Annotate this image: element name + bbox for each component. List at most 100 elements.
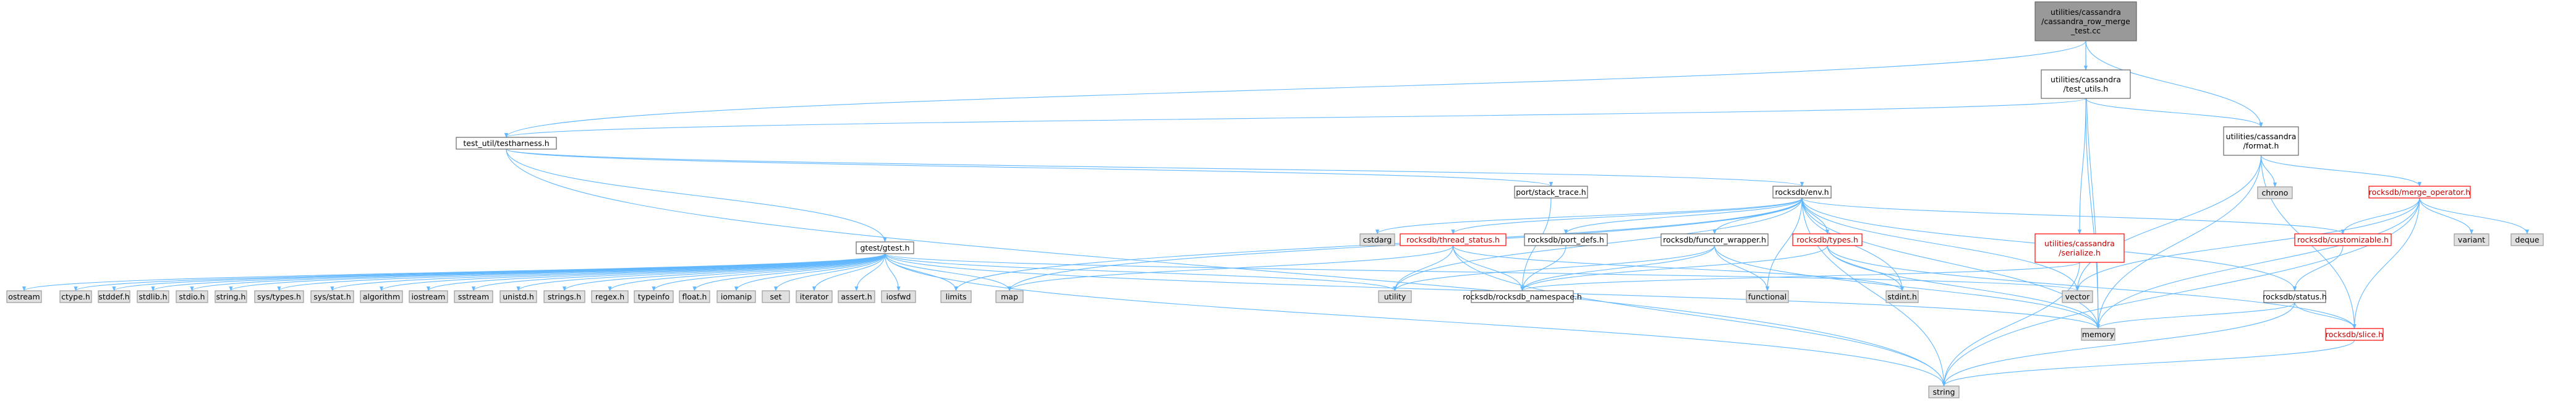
node-label-slice: rocksdb/slice.h bbox=[2326, 330, 2383, 339]
edge-gtest-to-set bbox=[773, 253, 886, 291]
node-label-functor_wrapper: rocksdb/functor_wrapper.h bbox=[1663, 235, 1766, 244]
node-stdint: stdint.h bbox=[1885, 290, 1919, 303]
node-root[interactable]: utilities/cassandra/cassandra_row_merge_… bbox=[2034, 1, 2137, 41]
node-thread_status[interactable]: rocksdb/thread_status.h bbox=[1400, 233, 1507, 246]
edge-thread_status-to-map bbox=[1008, 245, 1454, 291]
edge-gtest-to-ctype bbox=[74, 253, 886, 291]
node-label-deque: deque bbox=[2515, 235, 2539, 244]
edge-format-to-merge_operator bbox=[2260, 155, 2422, 187]
node-label-serialize: utilities/cassandra bbox=[2044, 239, 2115, 248]
node-namespace[interactable]: rocksdb/rocksdb_namespace.h bbox=[1463, 290, 1582, 303]
edge-status-to-slice bbox=[2294, 302, 2357, 329]
node-label-ctype: ctype.h bbox=[61, 292, 90, 301]
edge-functor_wrapper-to-namespace bbox=[1520, 245, 1715, 291]
edge-gtest-to-unistd bbox=[516, 253, 886, 291]
node-label-root: utilities/cassandra bbox=[2051, 7, 2121, 17]
node-label-utility: utility bbox=[1384, 292, 1406, 301]
node-box-memory bbox=[2081, 328, 2115, 341]
node-label-limits: limits bbox=[945, 292, 966, 301]
node-box-port_defs bbox=[1524, 233, 1608, 246]
edge-port_defs-to-namespace bbox=[1520, 245, 1566, 291]
edge-functor_wrapper-to-utility bbox=[1393, 245, 1715, 291]
node-iomanip: iomanip bbox=[716, 290, 756, 303]
node-box-cstdarg bbox=[1359, 233, 1395, 246]
node-label-namespace: rocksdb/rocksdb_namespace.h bbox=[1463, 292, 1582, 301]
node-box-utility bbox=[1378, 290, 1412, 303]
edge-merge_operator-to-slice bbox=[2352, 197, 2420, 329]
node-testharness[interactable]: test_util/testharness.h bbox=[456, 137, 557, 150]
node-label-cstdarg: cstdarg bbox=[1363, 235, 1392, 244]
node-box-assert bbox=[838, 290, 875, 303]
node-algorithm: algorithm bbox=[360, 290, 403, 303]
node-box-format bbox=[2223, 126, 2299, 156]
node-label-sys_stat: sys/stat.h bbox=[313, 292, 351, 301]
edge-gtest-to-iterator bbox=[812, 253, 886, 291]
node-label-stack_trace: port/stack_trace.h bbox=[1516, 187, 1586, 197]
node-label-stdlib: stdlib.h bbox=[138, 292, 167, 301]
edge-customizable-to-status bbox=[2292, 245, 2344, 291]
edge-slice-to-string bbox=[1942, 340, 2355, 387]
edge-gtest-to-float_h bbox=[692, 253, 886, 291]
node-status[interactable]: rocksdb/status.h bbox=[2263, 290, 2327, 303]
edge-gtest-to-regex bbox=[608, 253, 886, 291]
edge-env-to-customizable bbox=[1801, 197, 2345, 234]
node-stddef: stddef.h bbox=[98, 290, 130, 303]
edge-types-to-stdint bbox=[1827, 245, 1905, 291]
node-label-thread_status: rocksdb/thread_status.h bbox=[1406, 235, 1500, 244]
edge-thread_status-to-string bbox=[1452, 245, 1946, 387]
node-label-stdio: stdio.h bbox=[179, 292, 205, 301]
node-label-iomanip: iomanip bbox=[721, 292, 752, 301]
node-box-set bbox=[762, 290, 790, 303]
node-box-strings_h bbox=[543, 290, 585, 303]
node-label-strings_h: strings.h bbox=[548, 292, 581, 301]
node-cstdarg: cstdarg bbox=[1359, 233, 1395, 246]
node-functor_wrapper[interactable]: rocksdb/functor_wrapper.h bbox=[1660, 233, 1769, 246]
node-slice[interactable]: rocksdb/slice.h bbox=[2325, 328, 2384, 341]
node-serialize[interactable]: utilities/cassandra/serialize.h bbox=[2034, 233, 2125, 263]
node-merge_operator[interactable]: rocksdb/merge_operator.h bbox=[2368, 186, 2471, 199]
edge-types-to-namespace bbox=[1520, 245, 1828, 291]
node-box-variant bbox=[2454, 233, 2489, 246]
node-format[interactable]: utilities/cassandra/format.h bbox=[2223, 126, 2299, 156]
node-sys_types: sys/types.h bbox=[254, 290, 304, 303]
node-sstream: sstream bbox=[454, 290, 493, 303]
edge-gtest-to-assert bbox=[854, 253, 886, 291]
node-types[interactable]: rocksdb/types.h bbox=[1792, 233, 1863, 246]
node-box-sys_types bbox=[254, 290, 304, 303]
node-box-thread_status bbox=[1400, 233, 1507, 246]
node-label-stddef: stddef.h bbox=[98, 292, 129, 301]
node-label-string_h: string.h bbox=[216, 292, 246, 301]
node-gtest[interactable]: gtest/gtest.h bbox=[856, 241, 914, 254]
node-limits: limits bbox=[940, 290, 972, 303]
edge-serialize-to-namespace bbox=[1520, 262, 2080, 291]
node-box-typeinfo bbox=[634, 290, 674, 303]
node-map: map bbox=[995, 290, 1024, 303]
node-box-stack_trace bbox=[1514, 186, 1588, 199]
node-iostream: iostream bbox=[409, 290, 448, 303]
node-assert: assert.h bbox=[838, 290, 875, 303]
node-box-functional bbox=[1746, 290, 1789, 303]
node-customizable[interactable]: rocksdb/customizable.h bbox=[2294, 233, 2392, 246]
node-label-memory: memory bbox=[2082, 330, 2115, 339]
edge-env-to-vector bbox=[1801, 197, 2080, 291]
node-label-assert: assert.h bbox=[841, 292, 872, 301]
edge-merge_operator-to-variant bbox=[2419, 197, 2474, 234]
edge-test_utils-to-format bbox=[2085, 98, 2263, 127]
node-box-string_h bbox=[215, 290, 247, 303]
node-label-ostream: ostream bbox=[8, 292, 40, 301]
edge-gtest-to-stdlib bbox=[151, 253, 886, 291]
node-label-iostream: iostream bbox=[412, 292, 446, 301]
edge-gtest-to-ostream bbox=[22, 253, 886, 291]
node-label-map: map bbox=[1001, 292, 1018, 301]
edge-gtest-to-sys_types bbox=[277, 253, 886, 291]
node-box-namespace bbox=[1471, 290, 1574, 303]
node-port_defs[interactable]: rocksdb/port_defs.h bbox=[1524, 233, 1608, 246]
node-functional: functional bbox=[1746, 290, 1789, 303]
node-label-test_utils: utilities/cassandra bbox=[2051, 75, 2121, 84]
node-test_utils[interactable]: utilities/cassandra/test_utils.h bbox=[2041, 69, 2131, 99]
node-box-stddef bbox=[98, 290, 130, 303]
node-stack_trace[interactable]: port/stack_trace.h bbox=[1514, 186, 1588, 199]
edge-gtest-to-sys_stat bbox=[330, 253, 886, 291]
node-float_h: float.h bbox=[679, 290, 710, 303]
node-env[interactable]: rocksdb/env.h bbox=[1772, 186, 1832, 199]
